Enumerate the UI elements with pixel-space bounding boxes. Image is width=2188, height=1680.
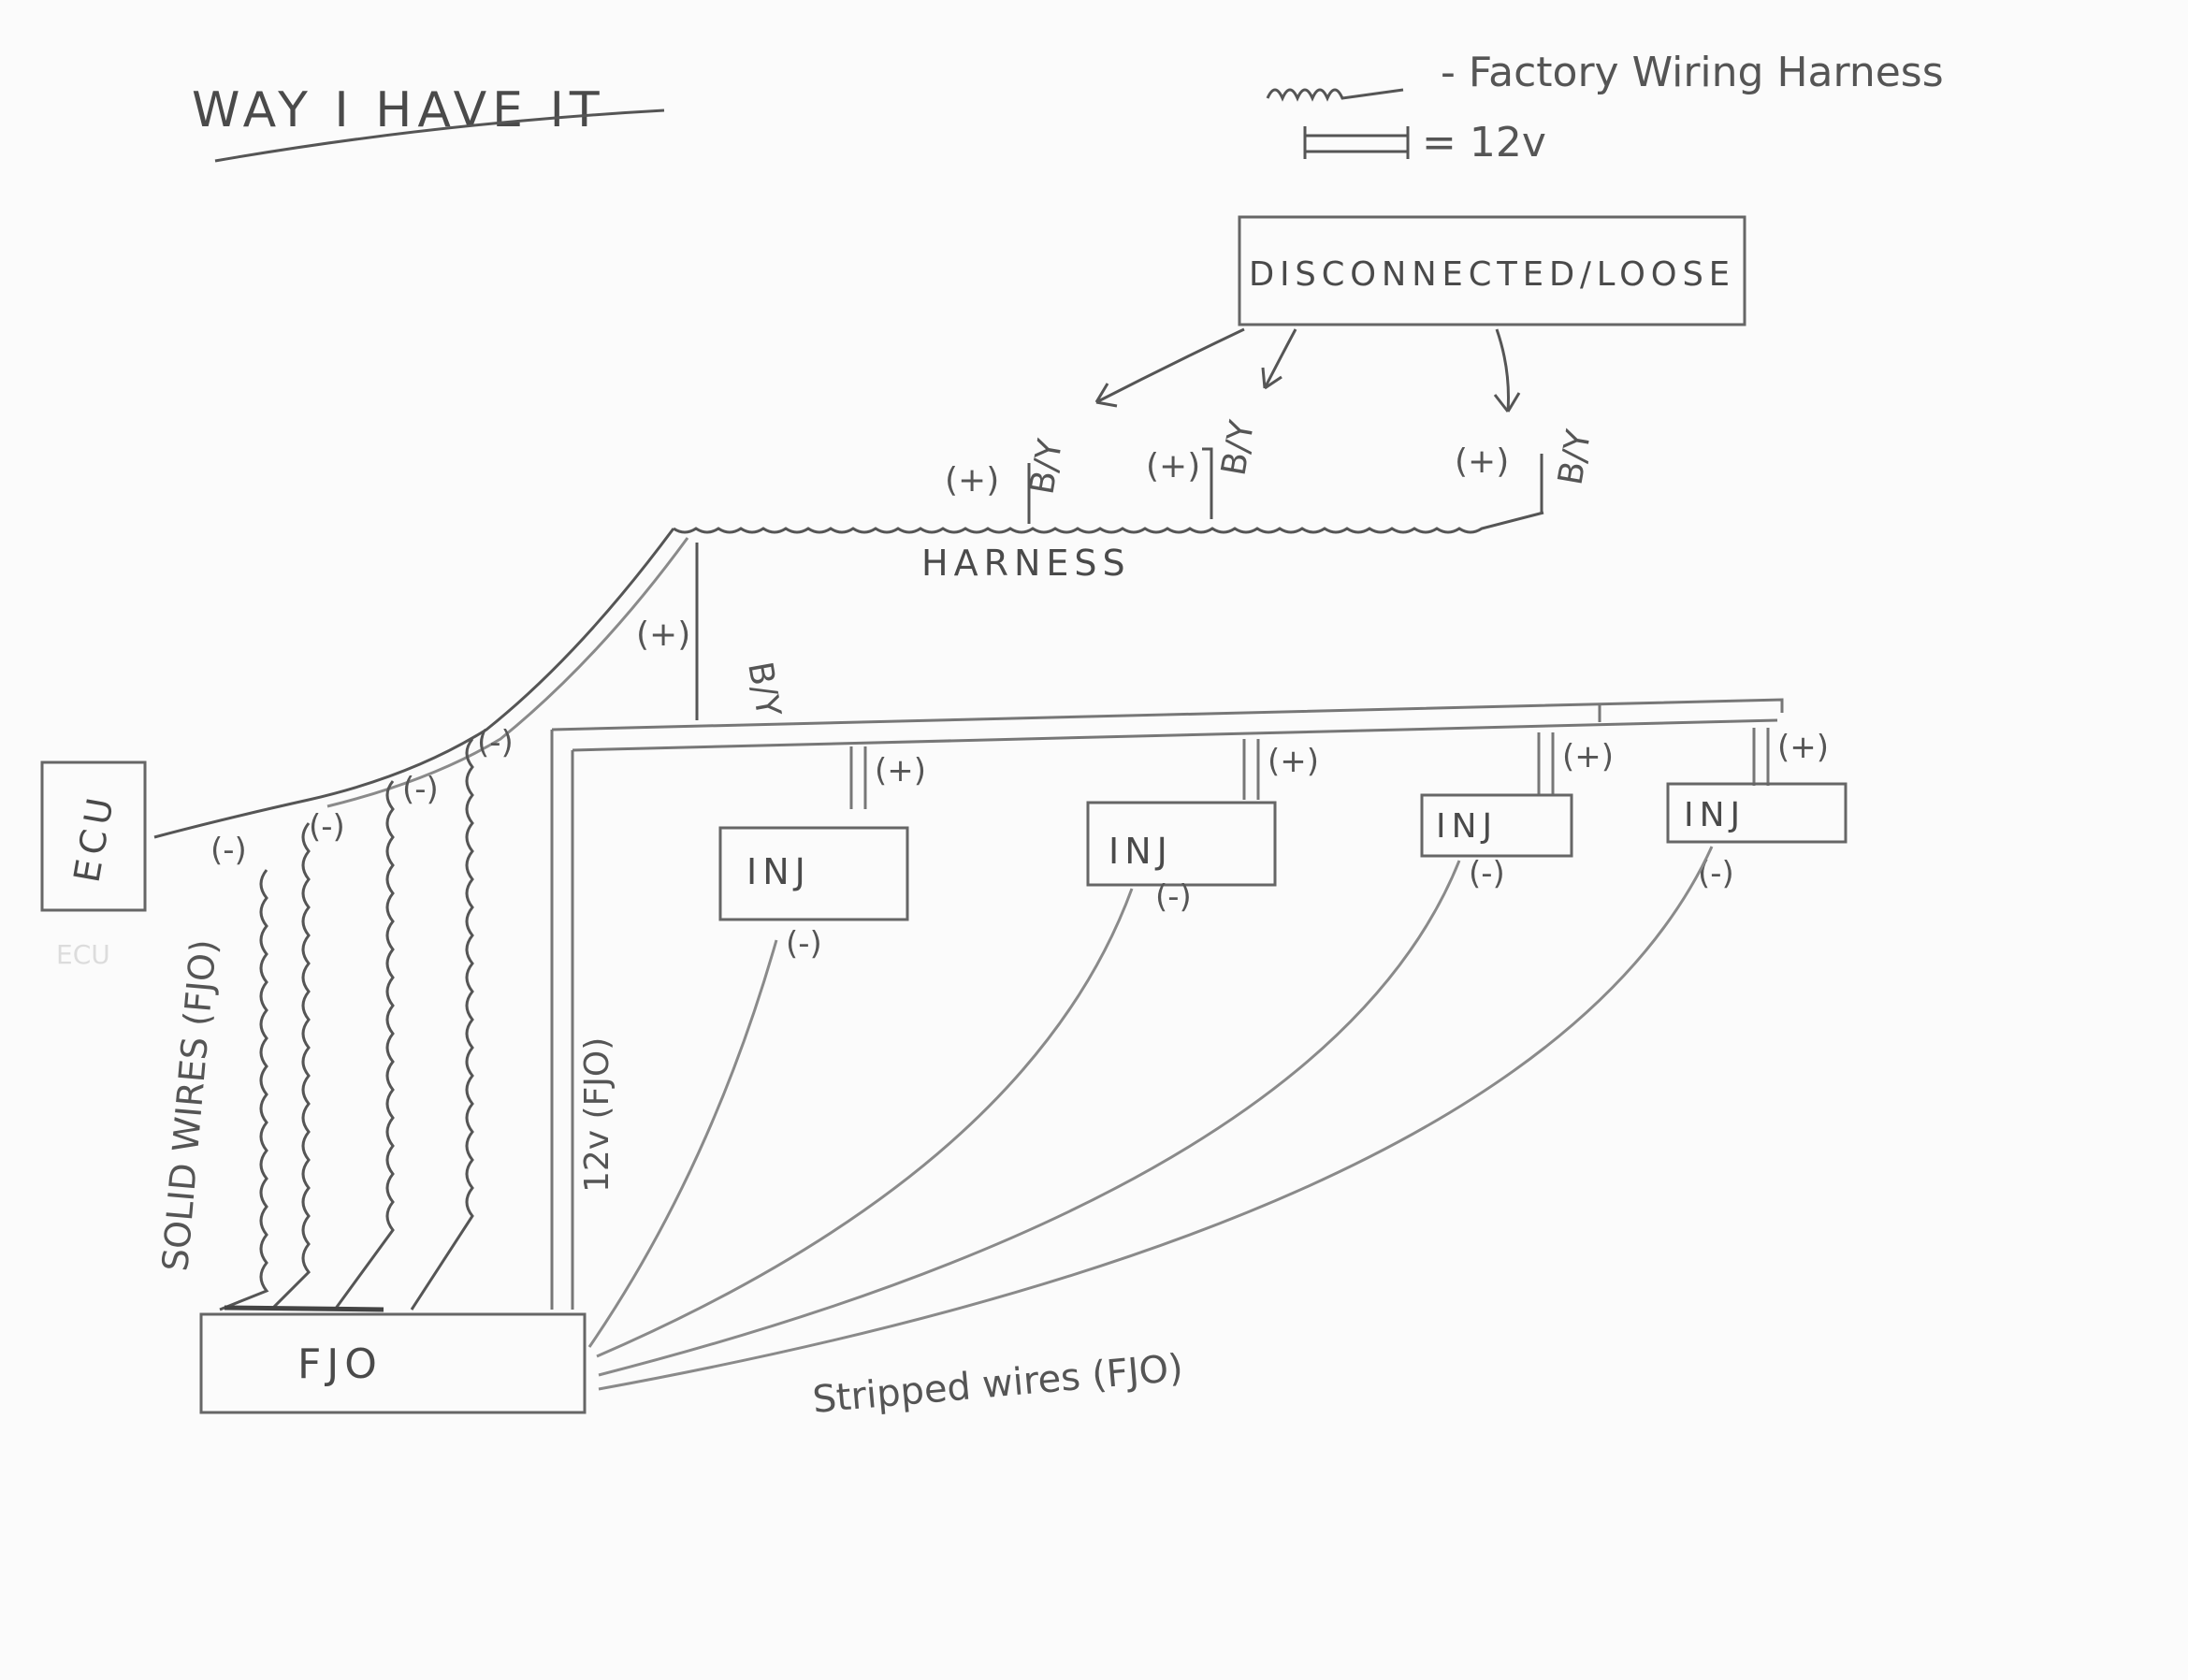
factory-harness-diagonal (153, 528, 675, 839)
ecu-box (40, 760, 147, 912)
minus-label-1: (-) (210, 832, 247, 869)
solid-wires (219, 738, 474, 1311)
injector-label: INJ (746, 851, 811, 892)
title-underline (214, 109, 665, 163)
solid-wires-label: SOLID WIRES (FJO) (154, 938, 225, 1273)
harness-label: HARNESS (921, 543, 1131, 584)
stripped-wires (587, 846, 1714, 1391)
injector-1: INJ (+) (-) (718, 752, 926, 963)
ecu-label: ECU (66, 789, 123, 886)
injector-pos-label: (+) (1562, 738, 1614, 775)
disconnected-box (1238, 215, 1746, 326)
injector-neg-label: (-) (1155, 878, 1192, 916)
stripped-wires-label: Stripped wires (FJO) (811, 1347, 1185, 1422)
legend-harness-label: - Factory Wiring Harness (1441, 49, 1944, 96)
by-label-4: B/Y (740, 659, 788, 720)
disconnected-label: DISCONNECTED/LOOSE (1249, 255, 1735, 294)
injector-pos-label: (+) (1777, 729, 1829, 766)
injector-3: INJ (+) (-) (1420, 738, 1614, 892)
injector-2: INJ (+) (-) (1086, 743, 1319, 916)
power-bus (550, 698, 1784, 1310)
plus-label-2: (+) (1146, 447, 1200, 485)
diagram-title: WAY I HAVE IT (192, 82, 605, 138)
factory-harness-main (673, 511, 1544, 534)
injector-pos-label: (+) (1268, 743, 1319, 780)
injector-pos-label: (+) (875, 752, 926, 789)
injector-label: INJ (1436, 807, 1498, 846)
injector-neg-label: (-) (1469, 855, 1505, 892)
plus-label-1: (+) (945, 461, 999, 500)
by-label-1: B/Y (1022, 436, 1070, 498)
injector-label: INJ (1684, 796, 1746, 834)
injector-4: INJ (+) (-) (1666, 729, 1847, 892)
legend-power-label: = 12v (1422, 119, 1546, 167)
fjo-box (199, 1312, 587, 1414)
by-label-3: B/Y (1551, 427, 1599, 488)
injector-neg-label: (-) (786, 925, 822, 963)
harness-stubs (695, 447, 1543, 720)
ecu-ghost-label: ECU (56, 939, 110, 970)
double-line-12v-symbol-icon (1303, 126, 1410, 159)
legend: - Factory Wiring Harness = 12v (1266, 49, 1944, 167)
injector-drops (849, 728, 1770, 809)
factory-harness-diagonal-light (326, 537, 689, 808)
squiggle-harness-symbol-icon (1266, 88, 1404, 102)
by-label-2: B/Y (1214, 417, 1262, 479)
plus-label-4: (+) (636, 616, 690, 654)
minus-label-3: (-) (402, 771, 439, 808)
plus-label-3: (+) (1455, 442, 1509, 481)
disconnected-arrows (1094, 327, 1521, 413)
power-wire-label: 12v (FJO) (578, 1037, 616, 1193)
injector-neg-label: (-) (1698, 855, 1734, 892)
minus-label-2: (-) (309, 808, 345, 846)
minus-label-4: (-) (477, 724, 514, 761)
fjo-label: FJO (297, 1340, 383, 1388)
injector-label: INJ (1108, 831, 1173, 872)
